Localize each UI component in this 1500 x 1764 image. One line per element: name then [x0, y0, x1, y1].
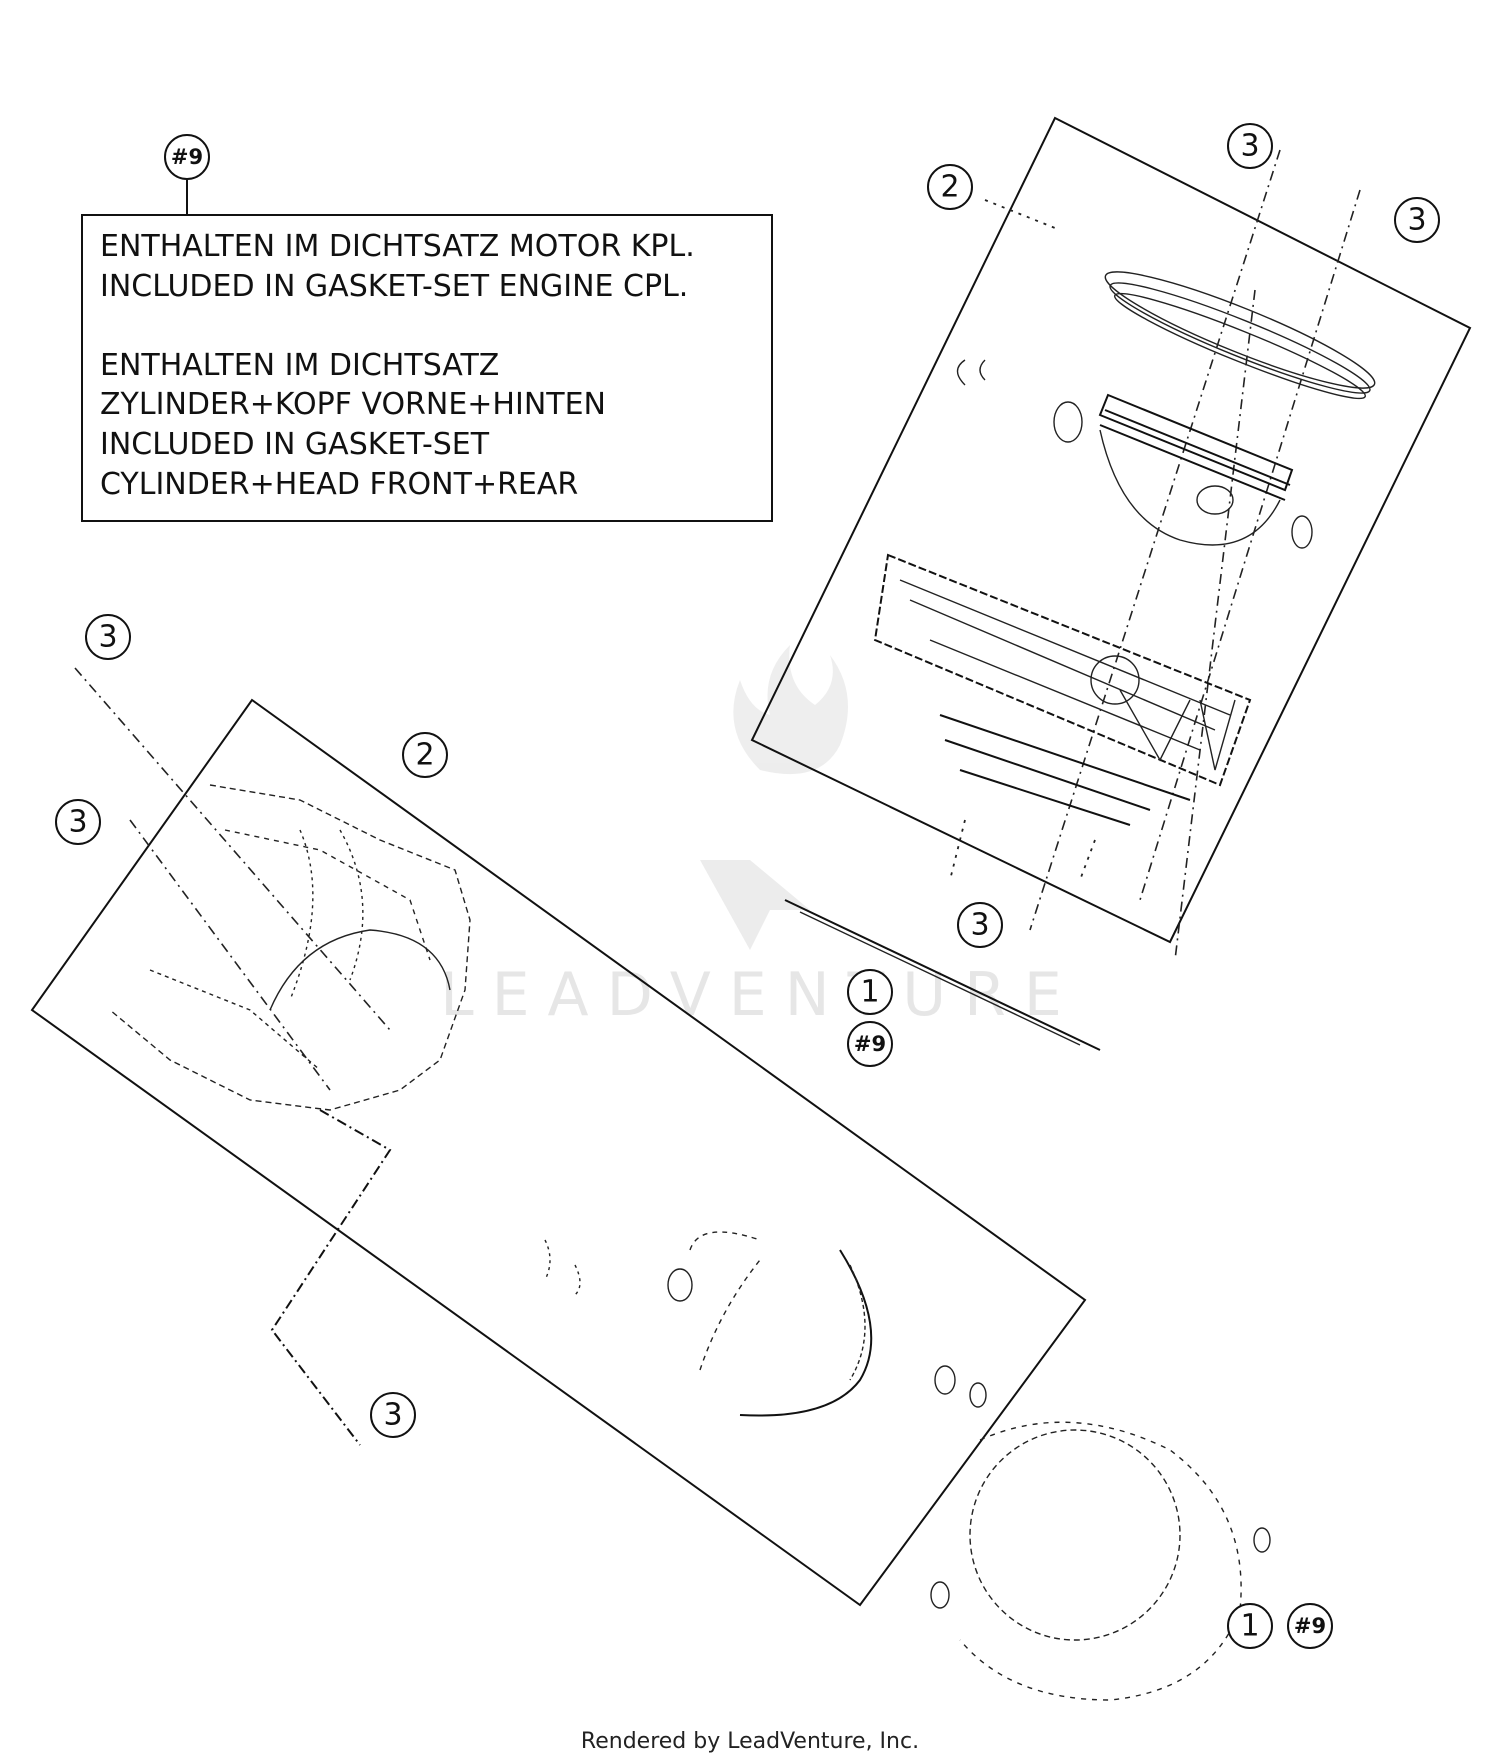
cylinder-head-sketch: [109, 784, 471, 1111]
callout-upper-bottom: 3: [957, 902, 1003, 948]
note-line-6: INCLUDED IN GASKET-SET: [100, 427, 490, 462]
upper-group-frame: [750, 116, 1472, 944]
cylinder-sketch: [873, 553, 1252, 826]
svg-text:3: 3: [98, 620, 117, 655]
piston-rings: [1104, 271, 1376, 400]
svg-text:1: 1: [1240, 1609, 1259, 1644]
gasket-set-note: #9 ENTHALTEN IM DICHTSATZ MOTOR KPL. INC…: [81, 134, 773, 522]
note-ref-circle: [164, 134, 210, 180]
callout-lower-left-b: 3: [55, 799, 101, 845]
lower-group-frame: [30, 698, 1087, 1607]
callout-upper-group: 2: [927, 164, 973, 210]
callout-upper-top-a: 3: [1227, 123, 1273, 169]
svg-text:#9: #9: [854, 1032, 886, 1056]
svg-text:3: 3: [1407, 203, 1426, 238]
callout-lower-group: 2: [402, 732, 448, 778]
piston: [956, 359, 1313, 549]
note-line-2: INCLUDED IN GASKET-SET ENGINE CPL.: [100, 269, 688, 304]
watermark: LEADVENTURE: [440, 645, 1080, 1030]
head-gasket-strip: [784, 899, 1101, 1051]
cylinder-bore: [544, 1231, 987, 1417]
callout-lower-bottom: 3: [370, 1392, 416, 1438]
note-ref-label: #9: [171, 145, 203, 169]
lower-cylinder-group: [30, 667, 1087, 1607]
callout-gasket-upper: 1 #9: [847, 969, 893, 1067]
note-line-1: ENTHALTEN IM DICHTSATZ MOTOR KPL.: [100, 229, 695, 264]
svg-text:1: 1: [860, 975, 879, 1010]
base-gasket: [930, 1421, 1271, 1701]
note-line-4: ENTHALTEN IM DICHTSATZ: [100, 348, 499, 383]
svg-text:2: 2: [415, 738, 434, 773]
watermark-text: LEADVENTURE: [440, 960, 1080, 1030]
svg-text:#9: #9: [1294, 1614, 1326, 1638]
svg-text:3: 3: [1240, 129, 1259, 164]
note-line-7: CYLINDER+HEAD FRONT+REAR: [100, 467, 578, 502]
upper-piston-group: [750, 116, 1472, 961]
callout-gasket-lower: 1 #9: [1227, 1603, 1333, 1649]
note-box: [81, 214, 773, 522]
svg-text:3: 3: [68, 805, 87, 840]
note-line-5: ZYLINDER+KOPF VORNE+HINTEN: [100, 387, 606, 422]
svg-text:3: 3: [383, 1398, 402, 1433]
svg-text:3: 3: [970, 908, 989, 943]
render-credit: Rendered by LeadVenture, Inc.: [581, 1729, 919, 1754]
callout-upper-top-b: 3: [1394, 197, 1440, 243]
callout-lower-left-a: 3: [85, 614, 131, 660]
svg-text:2: 2: [940, 170, 959, 205]
